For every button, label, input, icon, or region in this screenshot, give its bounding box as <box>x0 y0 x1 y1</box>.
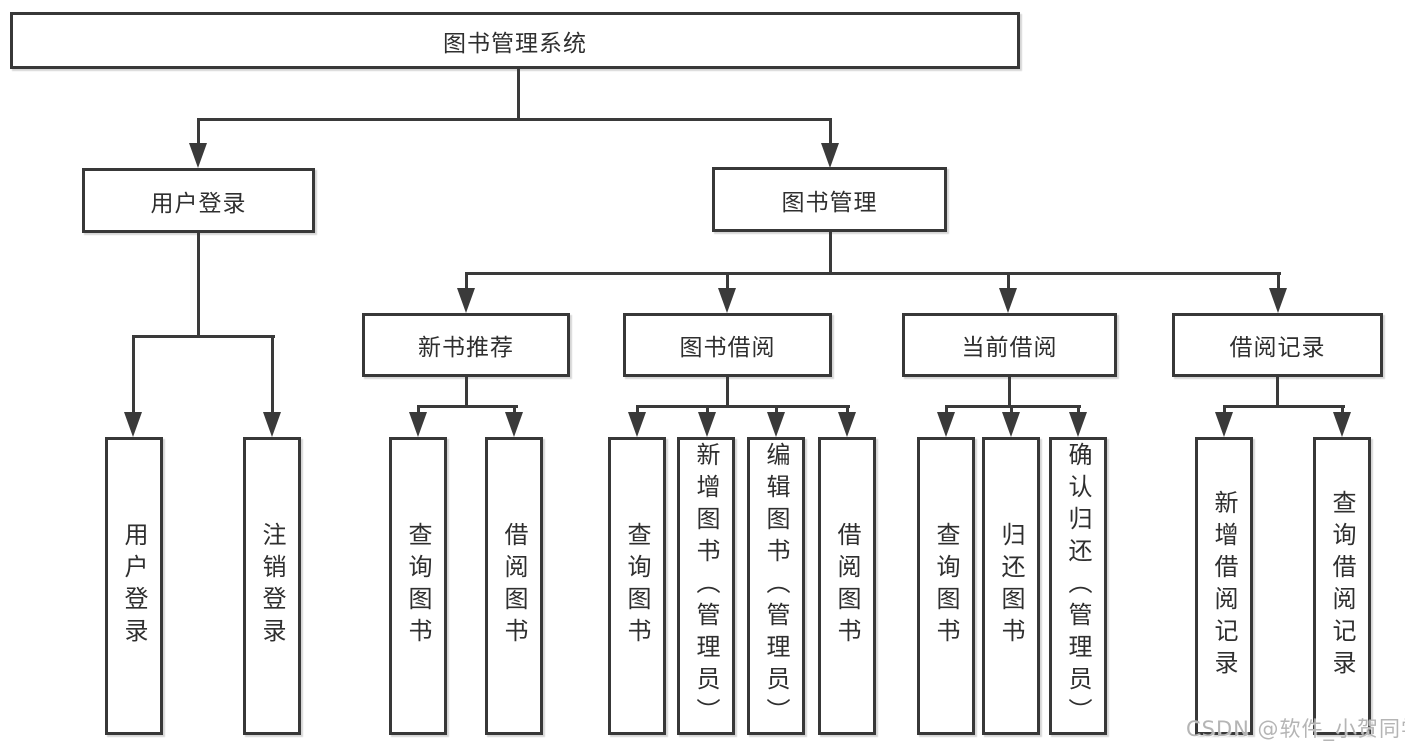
leaf-borrowing-borrow-books-label: 借阅图书 <box>833 522 861 650</box>
connector-vertical <box>829 118 832 146</box>
arrow-down-icon <box>409 412 427 437</box>
arrow-down-icon <box>767 412 785 437</box>
connector-vertical <box>513 405 516 415</box>
connector-vertical <box>197 118 200 146</box>
node-new-book-recommend-label: 新书推荐 <box>418 335 514 361</box>
leaf-recommend-borrow-books: 借阅图书 <box>485 437 543 735</box>
leaf-borrowing-query-books-label: 查询图书 <box>623 522 651 650</box>
arrow-down-icon <box>838 412 856 437</box>
node-library-system-label: 图书管理系统 <box>443 30 587 57</box>
arrow-down-icon <box>821 143 839 168</box>
leaf-borrowing-edit-books-admin: 编辑图书（管理员） <box>747 437 805 735</box>
connector-vertical <box>1077 405 1080 415</box>
connector-horizontal <box>465 272 1281 275</box>
leaf-user-login: 用户登录 <box>105 437 163 735</box>
connector-horizontal <box>1223 405 1345 408</box>
leaf-logout-login-label: 注销登录 <box>258 522 286 650</box>
leaf-current-confirm-return-admin: 确认归还（管理员） <box>1049 437 1107 735</box>
arrow-down-icon <box>937 412 955 437</box>
node-library-system: 图书管理系统 <box>10 12 1020 69</box>
connector-vertical <box>417 405 420 415</box>
leaf-recommend-query-books-label: 查询图书 <box>404 522 432 650</box>
connector-vertical <box>1008 377 1011 407</box>
leaf-recommend-query-books: 查询图书 <box>389 437 447 735</box>
leaf-current-return-books: 归还图书 <box>982 437 1040 735</box>
arrow-down-icon <box>505 412 523 437</box>
arrow-down-icon <box>1333 412 1351 437</box>
connector-vertical <box>1223 405 1226 415</box>
connector-vertical <box>775 405 778 415</box>
arrow-down-icon <box>628 412 646 437</box>
connector-vertical <box>271 335 274 413</box>
connector-vertical <box>1007 272 1010 290</box>
leaf-records-query-record: 查询借阅记录 <box>1313 437 1371 735</box>
arrow-down-icon <box>189 143 207 168</box>
connector-vertical <box>132 335 135 413</box>
leaf-records-add-record: 新增借阅记录 <box>1195 437 1253 735</box>
node-current-borrowing: 当前借阅 <box>902 313 1117 377</box>
node-book-borrowing: 图书借阅 <box>623 313 832 377</box>
node-borrowing-records: 借阅记录 <box>1172 313 1383 377</box>
leaf-borrowing-edit-books-admin-label: 编辑图书（管理员） <box>762 442 790 730</box>
connector-vertical <box>846 405 849 415</box>
connector-vertical <box>829 232 832 274</box>
leaf-logout-login: 注销登录 <box>243 437 301 735</box>
connector-vertical <box>1341 405 1344 415</box>
leaf-borrowing-borrow-books: 借阅图书 <box>818 437 876 735</box>
connector-vertical <box>636 405 639 415</box>
leaf-user-login-label: 用户登录 <box>120 522 148 650</box>
connector-horizontal <box>197 118 832 121</box>
node-borrowing-records-label: 借阅记录 <box>1229 335 1326 361</box>
leaf-borrowing-add-books-admin-label: 新增图书（管理员） <box>692 442 720 730</box>
connector-vertical <box>1276 377 1279 407</box>
connector-vertical <box>1010 405 1013 415</box>
connector-vertical <box>706 405 709 415</box>
arrow-down-icon <box>1215 412 1233 437</box>
connector-vertical <box>726 377 729 407</box>
arrow-down-icon <box>1069 412 1087 437</box>
leaf-recommend-borrow-books-label: 借阅图书 <box>500 522 528 650</box>
leaf-records-query-record-label: 查询借阅记录 <box>1328 490 1356 682</box>
connector-horizontal <box>945 405 1081 408</box>
node-current-borrowing-label: 当前借阅 <box>961 335 1058 361</box>
connector-vertical <box>197 233 200 337</box>
connector-horizontal <box>132 335 275 338</box>
arrow-down-icon <box>1002 412 1020 437</box>
arrow-down-icon <box>698 412 716 437</box>
leaf-borrowing-add-books-admin: 新增图书（管理员） <box>677 437 735 735</box>
node-book-management-label: 图书管理 <box>781 189 878 216</box>
csdn-watermark: CSDN @软件_小贺同学 <box>1186 717 1405 741</box>
leaf-current-query-books: 查询图书 <box>917 437 975 735</box>
arrow-down-icon <box>263 412 281 437</box>
arrow-down-icon <box>124 412 142 437</box>
leaf-records-add-record-label: 新增借阅记录 <box>1210 490 1238 682</box>
connector-vertical <box>465 377 468 407</box>
arrow-down-icon <box>999 288 1017 313</box>
connector-horizontal <box>417 405 518 408</box>
leaf-current-confirm-return-admin-label: 确认归还（管理员） <box>1064 442 1092 730</box>
leaf-current-query-books-label: 查询图书 <box>932 522 960 650</box>
arrow-down-icon <box>718 288 736 313</box>
connector-vertical <box>517 69 520 120</box>
connector-horizontal <box>636 405 850 408</box>
connector-vertical <box>726 272 729 290</box>
node-book-management: 图书管理 <box>712 167 947 232</box>
node-book-borrowing-label: 图书借阅 <box>679 335 776 361</box>
arrow-down-icon <box>1269 288 1287 313</box>
leaf-current-return-books-label: 归还图书 <box>997 522 1025 650</box>
node-new-book-recommend: 新书推荐 <box>362 313 570 377</box>
connector-vertical <box>945 405 948 415</box>
arrow-down-icon <box>457 288 475 313</box>
connector-vertical <box>1277 272 1280 290</box>
node-user-login: 用户登录 <box>82 168 315 233</box>
leaf-borrowing-query-books: 查询图书 <box>608 437 666 735</box>
node-user-login-label: 用户登录 <box>150 190 247 217</box>
connector-vertical <box>465 272 468 290</box>
